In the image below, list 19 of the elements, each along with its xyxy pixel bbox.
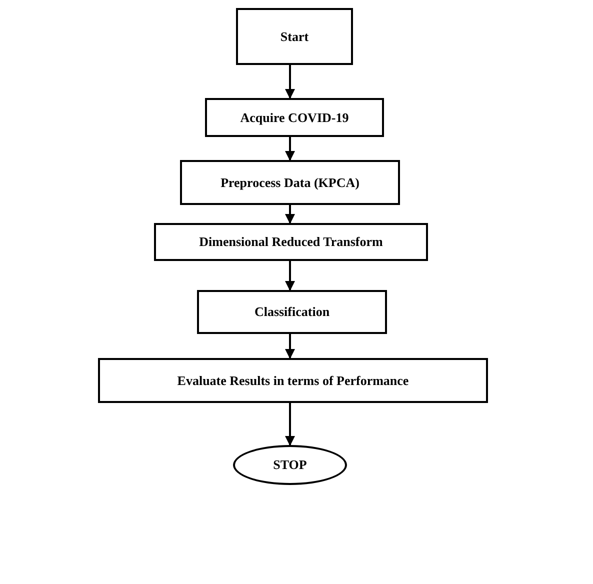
arrow bbox=[285, 65, 295, 99]
node-label: Evaluate Results in terms of Performance bbox=[177, 372, 409, 390]
arrow bbox=[285, 205, 295, 224]
arrow bbox=[285, 334, 295, 359]
node-label: Acquire COVID-19 bbox=[240, 108, 349, 127]
process-box bbox=[98, 358, 488, 403]
node-label: Preprocess Data (KPCA) bbox=[220, 174, 360, 192]
node-label: Classification bbox=[254, 303, 330, 322]
process-box bbox=[236, 8, 353, 65]
arrow bbox=[285, 403, 295, 446]
process-box bbox=[180, 160, 400, 205]
process-box bbox=[154, 223, 428, 261]
process-box bbox=[205, 98, 384, 137]
node-label: Dimensional Reduced Transform bbox=[199, 233, 383, 252]
arrow bbox=[285, 137, 295, 161]
node-label: Start bbox=[280, 28, 309, 46]
process-box bbox=[197, 290, 387, 334]
arrow bbox=[285, 261, 295, 291]
node-label: STOP bbox=[273, 456, 307, 474]
